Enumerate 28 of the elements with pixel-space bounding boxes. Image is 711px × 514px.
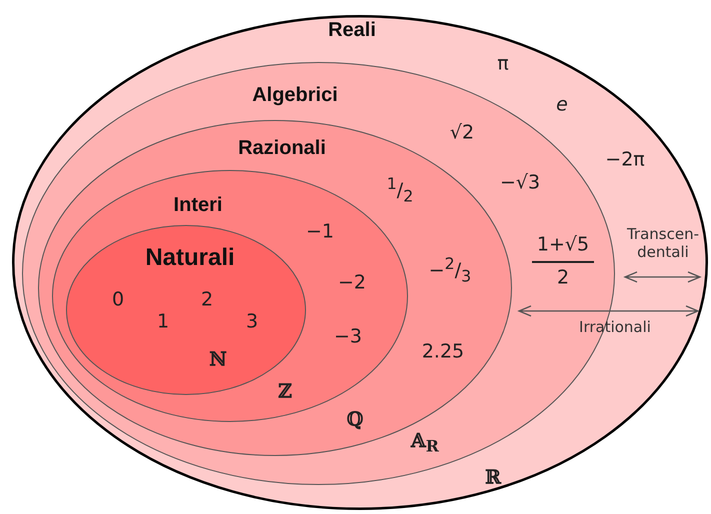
number-label: 2 bbox=[556, 268, 570, 288]
set-symbol: ℚ bbox=[346, 410, 364, 430]
number-label: 1+√5 bbox=[536, 234, 590, 256]
set-symbol: ℝ bbox=[485, 468, 501, 488]
number-label: 1 bbox=[156, 312, 170, 332]
number-label: −2π bbox=[605, 150, 645, 170]
number-label: e bbox=[556, 94, 568, 116]
set-symbol: ℕ bbox=[209, 350, 227, 370]
number-label: −3 bbox=[334, 326, 362, 348]
number-label: π bbox=[497, 54, 509, 74]
number-label: 2.25 bbox=[422, 342, 464, 362]
set-name: Reali bbox=[328, 19, 376, 41]
set-name: Algebrici bbox=[252, 84, 338, 106]
number-label: 0 bbox=[112, 290, 124, 310]
set-symbol: 𝔸$_{R}$ bbox=[411, 430, 439, 456]
number-label: −2 bbox=[338, 272, 366, 294]
number-label: −√3 bbox=[500, 172, 540, 194]
range-label: Transcen-dentali bbox=[626, 225, 700, 261]
set-name: Razionali bbox=[238, 137, 326, 159]
number-label: 2 bbox=[200, 290, 214, 310]
number-label: √2 bbox=[450, 122, 474, 144]
number-label: $^{1}$/$_{2}$ bbox=[386, 175, 414, 205]
set-symbol: ℤ bbox=[278, 382, 292, 402]
number-label: −1 bbox=[306, 222, 334, 242]
set-name: Naturali bbox=[145, 244, 235, 272]
number-label: 3 bbox=[246, 312, 258, 332]
set-name: Interi bbox=[174, 194, 222, 216]
number-label: −$^{2}$/$_{3}$ bbox=[428, 255, 472, 285]
